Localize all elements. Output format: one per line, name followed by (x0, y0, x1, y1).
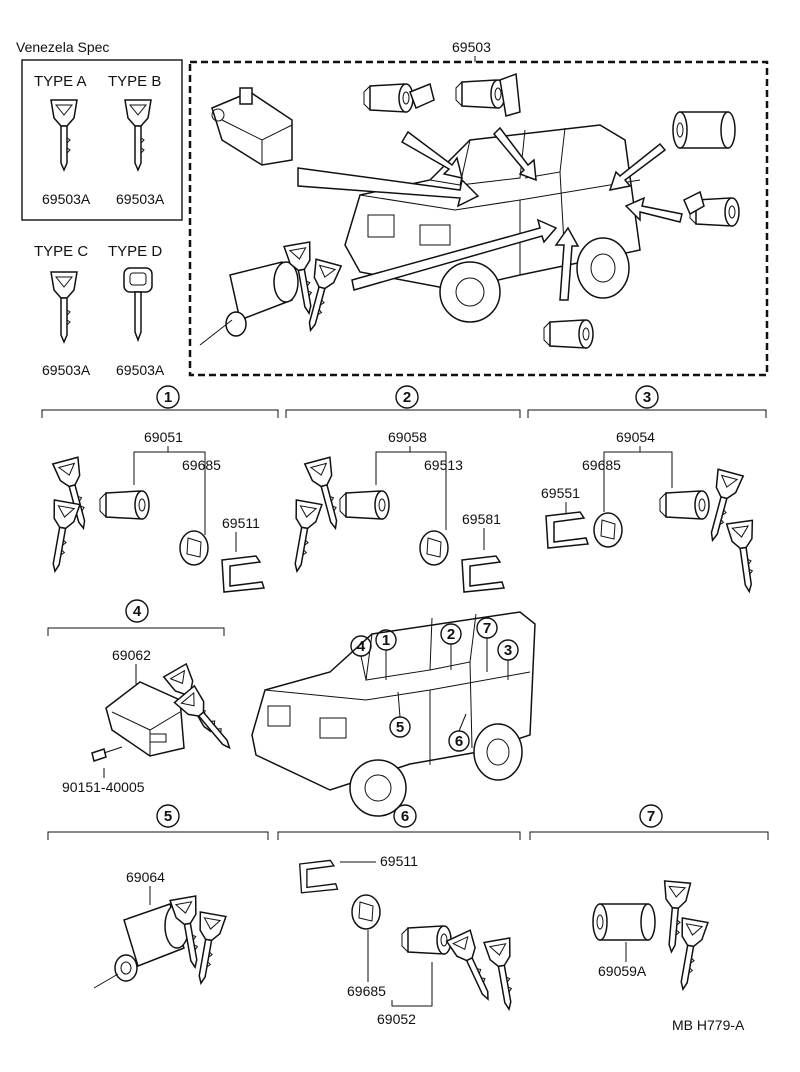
vehicle-illustration-center (251, 611, 536, 817)
group-3-number: 3 (643, 389, 651, 406)
group-2-part-a: 69058 (388, 429, 427, 445)
group-2-part-b: 69513 (424, 457, 463, 473)
group-5-number: 5 (164, 808, 172, 825)
door-cylinder-top-left (363, 83, 414, 113)
group-5-bracket (47, 831, 269, 840)
key-type-frame (21, 59, 183, 221)
vehicle-marker-5: 5 (389, 691, 411, 738)
group-6-key-2 (483, 937, 523, 1013)
group-4-bracket (47, 627, 225, 636)
group-6-gasket (351, 894, 381, 930)
vehicle-marker-7: 7 (476, 617, 498, 672)
group-1-retainer (221, 555, 265, 593)
group-4-hood-lock (105, 681, 185, 757)
group-2-cylinder (339, 490, 390, 520)
svg-text:3: 3 (504, 642, 512, 659)
group-3-part-a: 69054 (616, 429, 655, 445)
group-3-retainer (545, 511, 589, 549)
group-7-part-a: 69059A (598, 963, 647, 979)
group-2-bracket (285, 409, 521, 418)
key-type-b-part: 69503A (116, 191, 165, 207)
group-6-part-c: 69052 (377, 1011, 416, 1027)
group-3-cylinder (659, 490, 710, 520)
group-1-part-a: 69051 (144, 429, 183, 445)
group-3-gasket (593, 512, 623, 548)
key-type-b-icon (124, 99, 152, 171)
group-3-part-c: 69551 (541, 485, 580, 501)
location-arrows (297, 126, 683, 301)
door-cylinder-top-middle (455, 79, 506, 109)
hood-lock-part (211, 87, 293, 166)
key-type-c-icon (50, 271, 78, 343)
group-3-key-2 (725, 519, 763, 595)
spec-label: Venezela Spec (16, 39, 109, 55)
group-7-number: 7 (647, 808, 655, 825)
group-3-bracket (527, 409, 767, 418)
vehicle-marker-2: 2 (440, 623, 462, 670)
group-1-bracket (41, 409, 279, 418)
vehicle-marker-1: 1 (375, 629, 397, 680)
svg-text:2: 2 (447, 626, 455, 643)
group-5-part-a: 69064 (126, 869, 165, 885)
group-1-cylinder (99, 490, 150, 520)
svg-text:6: 6 (455, 733, 463, 750)
key-type-d-label: TYPE D (108, 243, 162, 260)
vehicle-illustration-top (344, 124, 641, 323)
group-1-key-2 (41, 499, 81, 575)
vehicle-marker-3: 3 (497, 639, 519, 680)
group-6-part-b: 69685 (347, 983, 386, 999)
key-type-a-label: TYPE A (34, 73, 87, 90)
group-6-part-a: 69511 (380, 853, 418, 869)
main-set-frame (188, 60, 769, 377)
svg-text:4: 4 (357, 638, 366, 655)
vehicle-marker-6: 6 (448, 713, 470, 752)
key-type-c-label: TYPE C (34, 243, 88, 260)
group-4-part-b: 90151-40005 (62, 779, 145, 795)
group-6-number: 6 (401, 808, 409, 825)
group-7-bracket (529, 831, 769, 840)
back-door-cylinder-top (672, 111, 736, 149)
key-type-a-icon (50, 99, 78, 171)
group-2-part-c: 69581 (462, 511, 501, 527)
group-6-bracket (277, 831, 521, 840)
group-6-cylinder (401, 925, 452, 955)
svg-text:5: 5 (396, 719, 404, 736)
svg-text:7: 7 (483, 620, 491, 637)
key-type-d-part: 69503A (116, 362, 165, 378)
key-type-b-label: TYPE B (108, 73, 161, 90)
group-3-part-b: 69685 (582, 457, 621, 473)
ignition-cylinder-top (199, 261, 299, 346)
group-2-key-2 (283, 499, 323, 575)
group-6-retainer (299, 859, 339, 894)
group-1-part-c: 69511 (222, 515, 260, 531)
group-7-cylinder (592, 903, 656, 941)
svg-text:1: 1 (382, 632, 390, 649)
group-4-part-a: 69062 (112, 647, 151, 663)
group-4-screw (91, 746, 123, 762)
vehicle-marker-4: 4 (350, 635, 372, 681)
group-1-part-b: 69685 (182, 457, 221, 473)
group-2-gasket (419, 530, 449, 566)
group-1-gasket (179, 530, 209, 566)
door-cylinder-bottom (543, 319, 594, 349)
footer-code: MB H779-A (672, 1017, 745, 1033)
key-type-c-part: 69503A (42, 362, 91, 378)
group-5-ignition-cylinder (93, 903, 190, 989)
group-2-number: 2 (403, 389, 411, 406)
main-set-part: 69503 (452, 39, 491, 55)
group-1-number: 1 (164, 389, 172, 406)
group-2-retainer (461, 555, 505, 593)
group-4-number: 4 (133, 603, 142, 620)
key-type-a-part: 69503A (42, 191, 91, 207)
key-type-d-icon (123, 267, 153, 343)
